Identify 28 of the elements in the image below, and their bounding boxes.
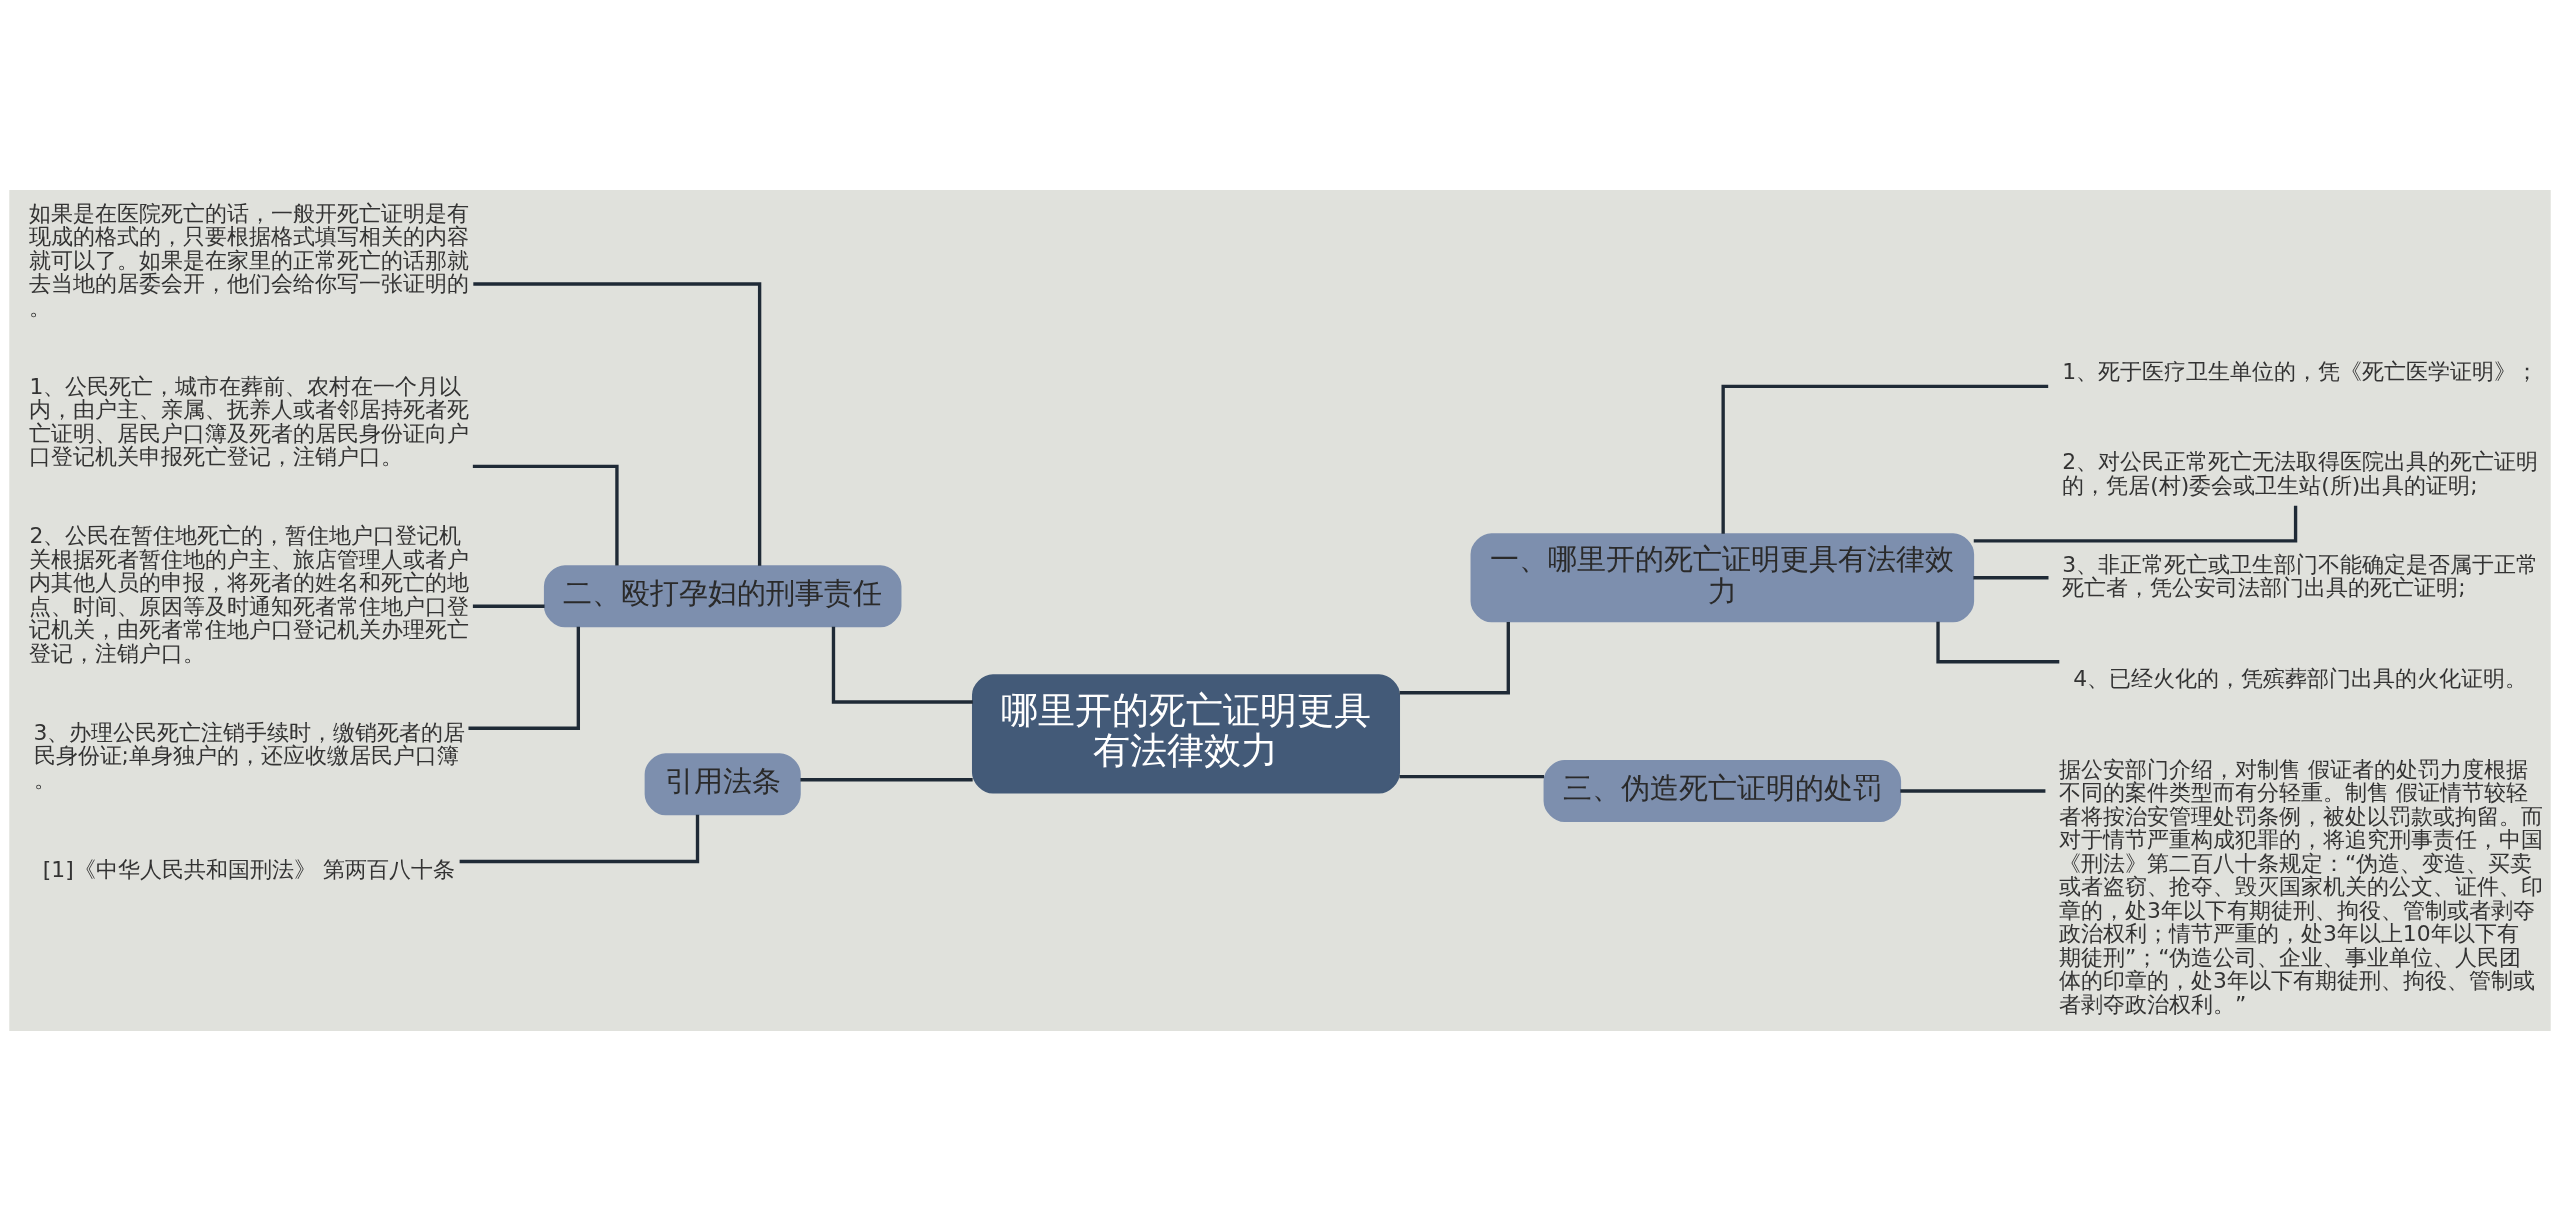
- node-box: 哪里开的死亡证明更具有法律效力: [971, 674, 1400, 794]
- connector: [472, 604, 545, 608]
- connector: [473, 282, 762, 566]
- node-text: 3、非正常死亡或卫生部门不能确定是否属于正常死亡者，凭公安司法部门出具的死亡证明;: [2062, 551, 2539, 601]
- connector: [468, 626, 580, 730]
- connector: [1973, 576, 2049, 580]
- node-box: 二、殴打孕妇的刑事责任: [543, 565, 902, 628]
- node-text: 3、办理公民死亡注销手续时，缴销死者的居民身份证;单身独户的，还应收缴居民户口簿。: [33, 719, 466, 792]
- node-text: 2、对公民正常死亡无法取得医院出具的死亡证明的，凭居(村)委会或卫生站(所)出具的证明;: [2062, 449, 2539, 498]
- node-text: 1、公民死亡，城市在葬前、农村在一个月以内，由户主、亲属、抚养人或者邻居持死者死亡证明、居民户口簿及死者的居民身份证向户口登记机关申报死亡登记，注销户口。: [29, 373, 470, 470]
- node-box: 三、伪造死亡证明的处罚: [1543, 759, 1902, 822]
- connector: [1936, 621, 2060, 664]
- connector: [459, 814, 700, 864]
- node-box: 一、哪里开的死亡证明更具有法律效力: [1470, 533, 1975, 623]
- connector: [1721, 384, 2049, 534]
- node-text: 据公安部门介绍，对制售 假证者的处罚力度根据不同的案件类型而有分轻重。制售 假证情节较轻者将按治安管理处罚条例，被处以罚款或拘留。而对于情节严重构成犯罪的，将追究刑事责任，中国《刑法》第二百八十条规定：“伪造、变造、买卖或者盗窃、抢夺、毁灭国家机关的公文、证件、印章的，处3年以下有期徒刑、拘役、管制或者剥夺政治权利；情节严重的，处3年以上10年以下有期徒刑”；“伪造公司、企业、事业单位、人民团体的印章的，处3年以下有期徒刑、拘役、管制或者剥夺政治权利。”: [2058, 756, 2543, 1017]
- connector: [472, 464, 619, 566]
- connector: [1399, 775, 1545, 779]
- node-text: 如果是在医院死亡的话，一般开死亡证明是有现成的格式的，只要根据格式填写相关的内容就可以了。如果是在家里的正常死亡的话那就去当地的居委会开，他们会给你写一张证明的。: [29, 200, 470, 320]
- node-text: [1]《中华人民共和国刑法》 第两百八十条: [42, 857, 455, 883]
- connector: [1900, 789, 2046, 793]
- connector: [831, 626, 973, 704]
- node-text: 2、公民在暂住地死亡的，暂住地户口登记机关根据死者暂住地的户主、旅店管理人或者户内其他人员的申报，将死者的姓名和死亡的地点、时间、原因等及时通知死者常住地户口登记机关，由死者常住地户口登记机关办理死亡登记，注销户口。: [29, 523, 470, 666]
- node-box: 引用法条: [644, 753, 801, 816]
- connector: [800, 778, 973, 782]
- node-text: 4、已经火化的，凭殡葬部门出具的火化证明。: [2073, 665, 2528, 691]
- connector: [1399, 621, 1510, 695]
- node-text: 1、死于医疗卫生单位的，凭《死亡医学证明》；: [2062, 358, 2539, 384]
